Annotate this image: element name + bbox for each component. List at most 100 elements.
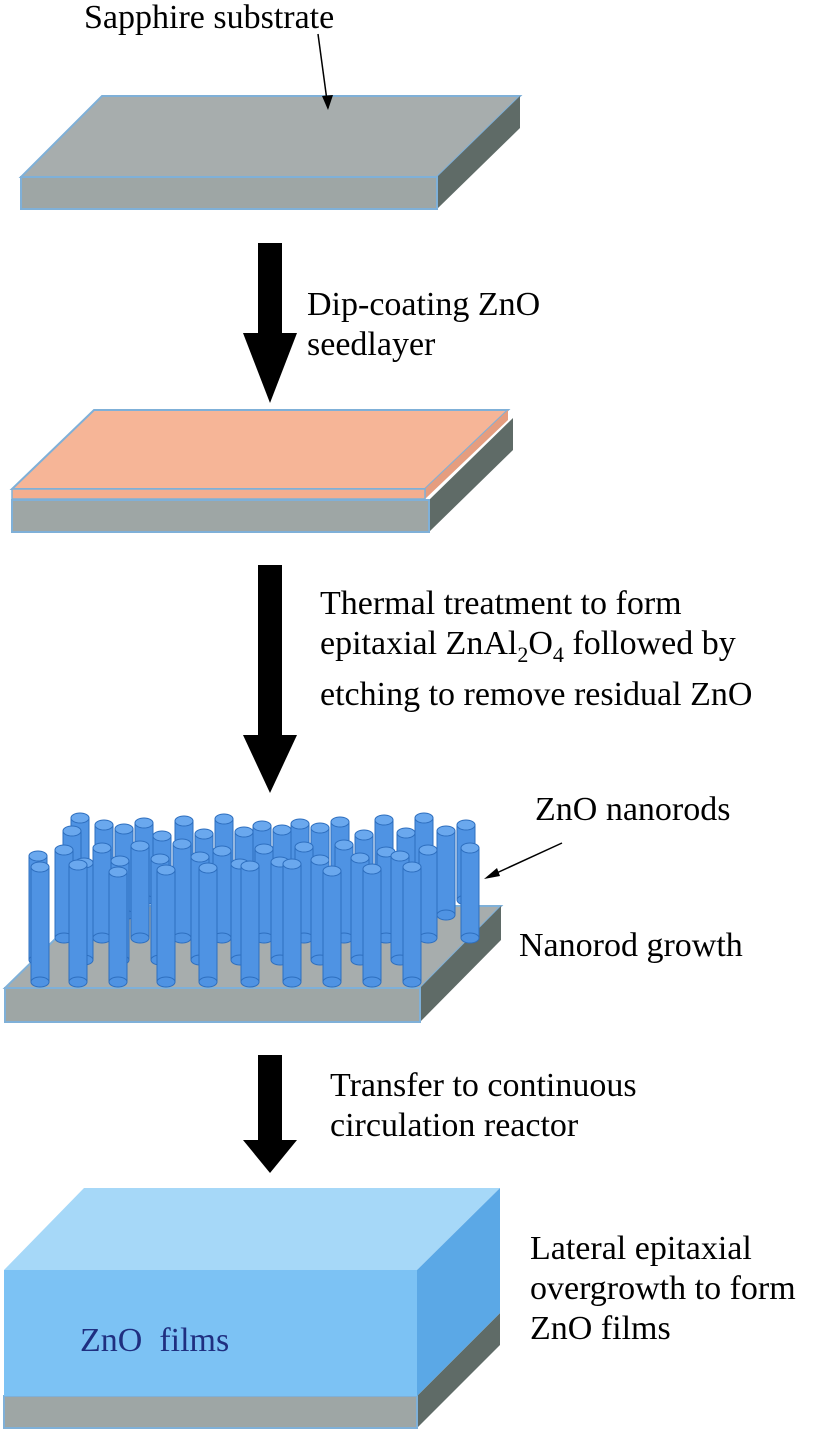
substrate-side-face bbox=[417, 1313, 500, 1428]
nanorod-base bbox=[240, 976, 260, 988]
nanorod-cap bbox=[190, 851, 210, 863]
nanorod-base bbox=[30, 976, 50, 988]
sapphire-substrate-slab bbox=[18, 95, 523, 210]
nanorod-body bbox=[68, 864, 88, 983]
sapphire-substrate-label: Sapphire substrate bbox=[84, 0, 335, 36]
nanorod-cap bbox=[294, 841, 314, 853]
nanorod-body bbox=[460, 847, 480, 939]
nanorod-cap bbox=[254, 843, 274, 855]
nanorod-cap bbox=[94, 819, 114, 831]
nanorod-cap bbox=[362, 863, 382, 875]
zno-film-block bbox=[3, 1188, 500, 1429]
nanorod-cap bbox=[130, 840, 150, 852]
nanorods-pointer-arrowhead bbox=[484, 868, 500, 879]
nanorod-base bbox=[68, 976, 88, 988]
step4-line-3: ZnO films bbox=[530, 1310, 671, 1347]
film-top-face bbox=[4, 1188, 500, 1270]
zno-films-inner-label: ZnO films bbox=[80, 1322, 229, 1359]
step2-line-2: epitaxial ZnAl2O4 followed by bbox=[320, 625, 736, 667]
step1-line-2: seedlayer bbox=[307, 326, 436, 363]
substrate-front-face bbox=[20, 176, 438, 210]
nanorod-cap bbox=[234, 826, 254, 838]
nanorod-cap bbox=[460, 842, 480, 854]
nanorod-body bbox=[30, 866, 50, 983]
nanorod-base bbox=[322, 976, 342, 988]
nanorod-cap bbox=[330, 816, 350, 828]
nanorod-base bbox=[362, 976, 382, 988]
nanorod-cap bbox=[390, 850, 410, 862]
nanorods-pointer-line bbox=[489, 842, 563, 877]
zno-nanorods-label: ZnO nanorods bbox=[535, 791, 731, 828]
nanorod-base bbox=[198, 976, 218, 988]
nanorod-body bbox=[156, 869, 176, 983]
substrate-pointer-arrowhead bbox=[322, 95, 333, 110]
step4-line-1: Lateral epitaxial bbox=[530, 1230, 752, 1267]
nanorod-cap bbox=[194, 828, 214, 840]
nanorod-cap bbox=[310, 822, 330, 834]
nanorod-cap bbox=[54, 844, 74, 856]
nanorod-cap bbox=[350, 852, 370, 864]
nanorod-cap bbox=[150, 853, 170, 865]
nanorod-cap bbox=[334, 839, 354, 851]
nanorod-base bbox=[92, 932, 112, 944]
nanorod-base bbox=[402, 976, 422, 988]
nanorod-cap bbox=[240, 860, 260, 872]
step1-line-1: Dip-coating ZnO bbox=[307, 286, 541, 323]
nanorod-cap bbox=[252, 820, 272, 832]
nanorod-cap bbox=[198, 862, 218, 874]
nanorod-cap bbox=[172, 838, 192, 850]
substrate-front-face bbox=[4, 987, 421, 1023]
nanorod-cap bbox=[152, 830, 172, 842]
nanorod-body bbox=[436, 830, 456, 916]
seedlayer-front-face bbox=[11, 488, 426, 500]
nanorod-growth-label: Nanorod growth bbox=[519, 927, 743, 964]
nanorod-cap bbox=[212, 845, 232, 857]
nanorod-cap bbox=[418, 844, 438, 856]
nanorod-body bbox=[282, 863, 302, 983]
step4-line-2: overgrowth to form bbox=[530, 1270, 796, 1307]
process-arrow-3 bbox=[243, 1055, 297, 1173]
substrate-side-face bbox=[429, 418, 513, 532]
nanorod-body bbox=[198, 867, 218, 983]
nanorod-base bbox=[282, 976, 302, 988]
nanorod-cap bbox=[174, 815, 194, 827]
nanorod-cap bbox=[70, 812, 90, 824]
nanorod-body bbox=[108, 871, 128, 983]
transfer-step-label: Transfer to continuous circulation react… bbox=[330, 1066, 637, 1146]
nanorod-cap bbox=[282, 858, 302, 870]
nanorod-cap bbox=[28, 850, 48, 862]
nanorod-cap bbox=[414, 812, 434, 824]
nanorod-cap bbox=[214, 813, 234, 825]
thermal-treatment-step-label: Thermal treatment to form epitaxial ZnAl… bbox=[320, 584, 752, 715]
nanorod-cap bbox=[354, 829, 374, 841]
nanorod-cap bbox=[396, 827, 416, 839]
nanorod-base bbox=[108, 976, 128, 988]
nanorod-cap bbox=[134, 817, 154, 829]
dip-coating-step-label: Dip-coating ZnO seedlayer bbox=[307, 285, 540, 365]
zno-nanorod-array bbox=[28, 812, 480, 988]
film-side-face bbox=[417, 1188, 500, 1396]
step3-line-1: Transfer to continuous bbox=[330, 1067, 637, 1104]
nanorod-cap bbox=[402, 861, 422, 873]
nanorod-base bbox=[172, 932, 192, 944]
nanorod-body bbox=[172, 843, 192, 939]
step2-line-1: Thermal treatment to form bbox=[320, 585, 682, 622]
nanorod-base bbox=[130, 932, 150, 944]
nanorod-cap bbox=[310, 854, 330, 866]
nanorod-body bbox=[130, 845, 150, 939]
nanorod-base bbox=[418, 932, 438, 944]
substrate-front-face bbox=[3, 1395, 418, 1429]
nanorod-cap bbox=[322, 865, 342, 877]
nanorod-cap bbox=[108, 866, 128, 878]
nanorod-base bbox=[460, 932, 480, 944]
process-arrow-1 bbox=[243, 243, 297, 403]
nanorod-cap bbox=[92, 842, 112, 854]
seedlayer-side-face bbox=[425, 410, 508, 499]
nanorod-cap bbox=[374, 814, 394, 826]
substrate-front-face bbox=[11, 499, 430, 533]
nanorod-body bbox=[240, 865, 260, 983]
seedlayer-coated-substrate bbox=[9, 409, 513, 533]
nanorod-cap bbox=[456, 819, 476, 831]
process-arrow-2 bbox=[243, 565, 297, 793]
